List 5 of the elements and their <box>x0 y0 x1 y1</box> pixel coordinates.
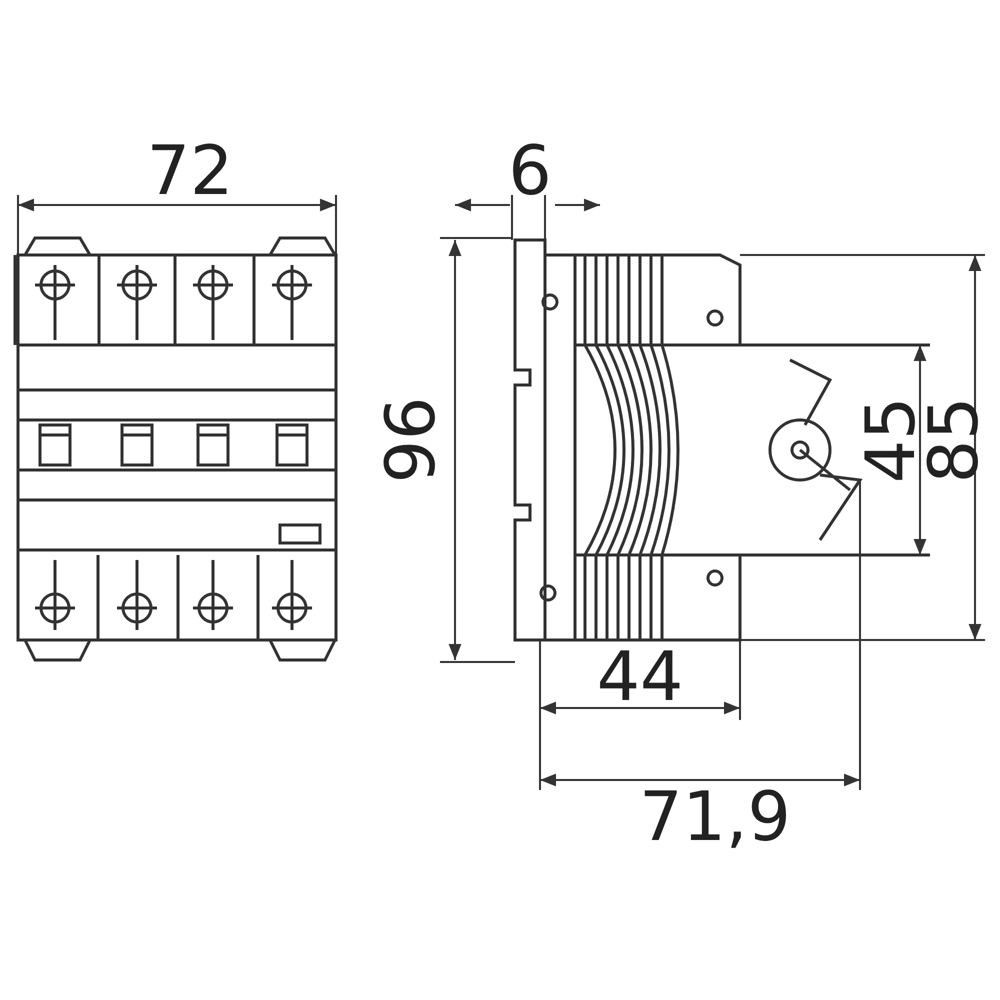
dimension-value: 44 <box>596 644 684 712</box>
dimension-value: 72 <box>146 138 234 206</box>
dimension-value: 96 <box>378 396 446 484</box>
dimension-value: 71,9 <box>639 784 791 852</box>
dimension-value: 6 <box>508 138 552 206</box>
